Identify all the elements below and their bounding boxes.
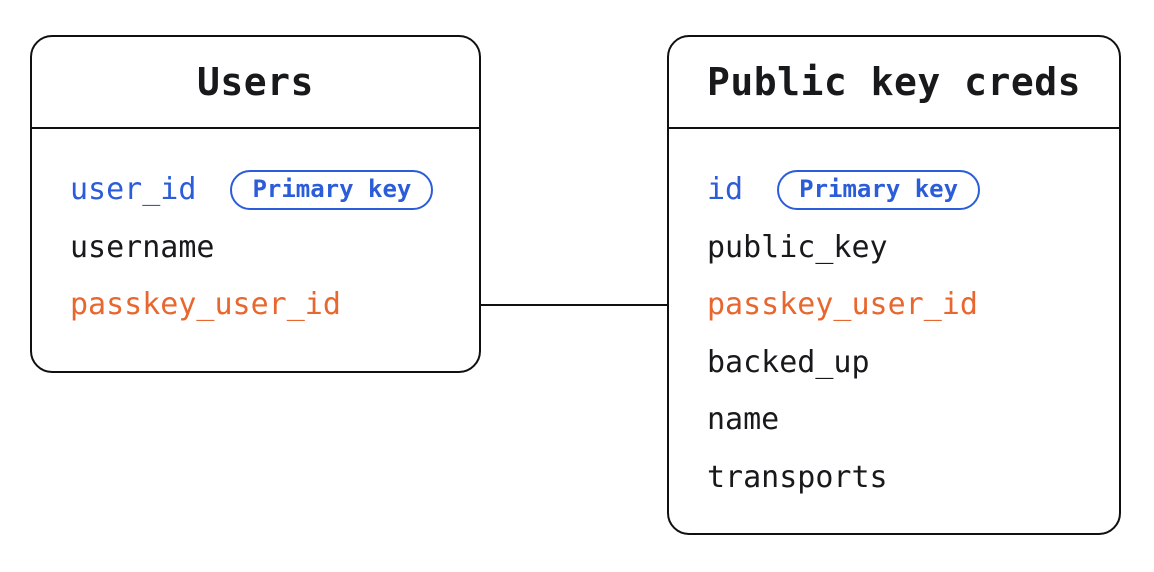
table-node-users: Users user_id Primary key username passk… [30, 35, 481, 373]
field-row-public-key: public_key [669, 219, 1119, 277]
field-row-transports: transports [669, 449, 1119, 507]
table-body-public-key-creds: id Primary key public_key passkey_user_i… [669, 129, 1119, 506]
field-row-user-id: user_id Primary key [32, 161, 479, 219]
field-name-id: id [707, 172, 744, 208]
field-name-name: name [707, 402, 780, 438]
field-row-passkey-user-id: passkey_user_id [669, 276, 1119, 334]
primary-key-badge: Primary key [230, 169, 434, 210]
relationship-line [479, 304, 669, 306]
field-name-public-key: public_key [707, 229, 888, 265]
table-body-users: user_id Primary key username passkey_use… [32, 129, 479, 334]
field-row-username: username [32, 219, 479, 277]
field-name-passkey-user-id: passkey_user_id [70, 287, 341, 323]
table-node-public-key-creds: Public key creds id Primary key public_k… [667, 35, 1121, 535]
field-name-transports: transports [707, 459, 888, 495]
field-name-username: username [70, 229, 215, 265]
table-title-users: Users [32, 37, 479, 129]
field-row-name: name [669, 391, 1119, 449]
primary-key-badge: Primary key [777, 169, 981, 210]
field-row-passkey-user-id: passkey_user_id [32, 276, 479, 334]
table-title-public-key-creds: Public key creds [669, 37, 1119, 129]
field-row-backed-up: backed_up [669, 334, 1119, 392]
field-name-user-id: user_id [70, 172, 197, 208]
field-name-backed-up: backed_up [707, 344, 870, 380]
field-row-id: id Primary key [669, 161, 1119, 219]
field-name-passkey-user-id: passkey_user_id [707, 287, 978, 323]
